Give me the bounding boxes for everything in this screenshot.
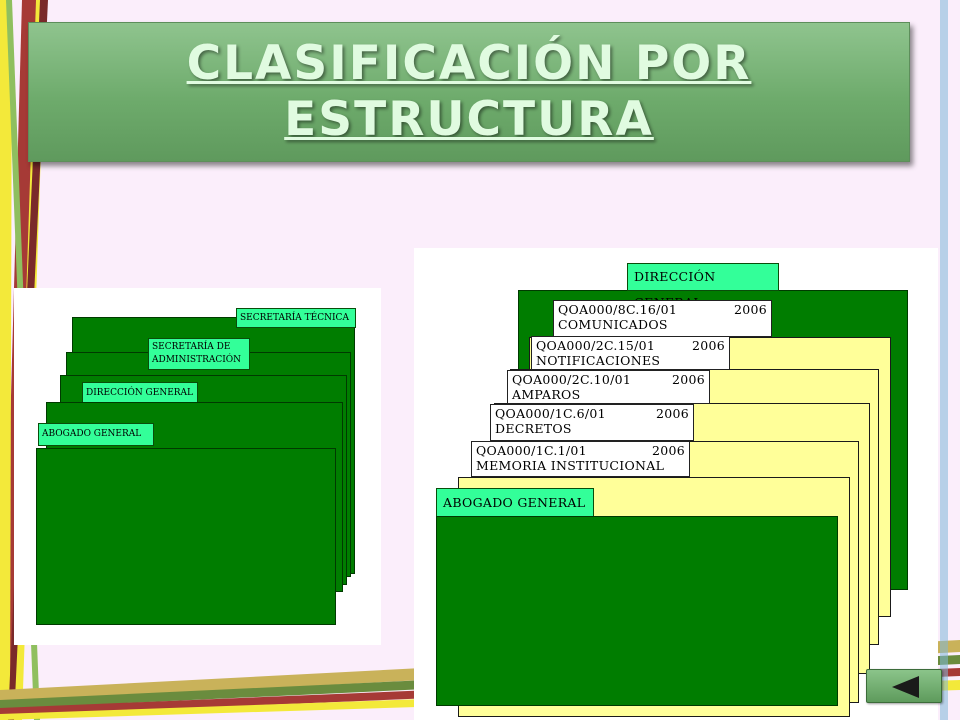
- label-secretaria-line1: SECRETARÍA DE: [152, 342, 231, 352]
- file-year: 2006: [655, 406, 689, 421]
- label-secretaria-line2: ADMINISTRACIÓN: [152, 355, 242, 365]
- label-abogado-general-left: ABOGADO GENERAL: [38, 423, 154, 446]
- label-secretaria-administracion: SECRETARÍA DE ADMINISTRACIÓN: [148, 338, 250, 370]
- file-name: AMPAROS: [512, 387, 581, 402]
- file-name: DECRETOS: [495, 421, 572, 436]
- left-diagram-panel: SECRETARÍA TÉCNICA SECRETARÍA DE ADMINIS…: [14, 288, 381, 645]
- file-label-memoria: QOA000/1C.1/01 2006 MEMORIA INSTITUCIONAL: [471, 441, 690, 477]
- file-code: QOA000/1C.1/01: [476, 443, 587, 458]
- slide-title: CLASIFICACIÓN POR ESTRUCTURA: [187, 36, 752, 148]
- title-line-2: ESTRUCTURA: [284, 92, 654, 147]
- back-button[interactable]: [866, 669, 942, 703]
- file-year: 2006: [671, 372, 705, 387]
- file-label-notificaciones: QOA000/2C.15/01 2006 NOTIFICACIONES: [531, 336, 730, 370]
- file-label-amparos: QOA000/2C.10/01 2006 AMPAROS: [507, 370, 710, 404]
- file-code: QOA000/2C.15/01: [536, 338, 656, 353]
- file-label-decretos: QOA000/1C.6/01 2006 DECRETOS: [490, 404, 694, 441]
- folder-front: [36, 448, 336, 625]
- label-direccion-general-left: DIRECCIÓN GENERAL: [82, 382, 198, 404]
- file-name: MEMORIA INSTITUCIONAL: [476, 458, 665, 473]
- file-year: 2006: [733, 302, 767, 317]
- file-name: COMUNICADOS: [558, 317, 668, 332]
- title-line-1: CLASIFICACIÓN POR: [186, 36, 752, 91]
- file-name: NOTIFICACIONES: [536, 353, 661, 368]
- file-code: QOA000/2C.10/01: [512, 372, 632, 387]
- label-direccion-general-right: DIRECCIÓN GENERAL: [627, 263, 779, 310]
- label-abogado-general-right: ABOGADO GENERAL: [436, 488, 594, 517]
- file-year: 2006: [651, 443, 685, 458]
- title-banner: CLASIFICACIÓN POR ESTRUCTURA: [28, 22, 910, 162]
- triangle-left-icon: [892, 676, 919, 698]
- file-code: QOA000/8C.16/01: [558, 302, 678, 317]
- right-diagram-panel: DIRECCIÓN GENERAL QOA000/8C.16/01 2006 CO…: [414, 248, 938, 720]
- file-code: QOA000/1C.6/01: [495, 406, 606, 421]
- file-label-comunicados: QOA000/8C.16/01 2006 COMUNICADOS: [553, 300, 772, 337]
- file-year: 2006: [691, 338, 725, 353]
- folder-front-green: [436, 516, 838, 706]
- label-secretaria-tecnica: SECRETARÍA TÉCNICA: [236, 308, 356, 328]
